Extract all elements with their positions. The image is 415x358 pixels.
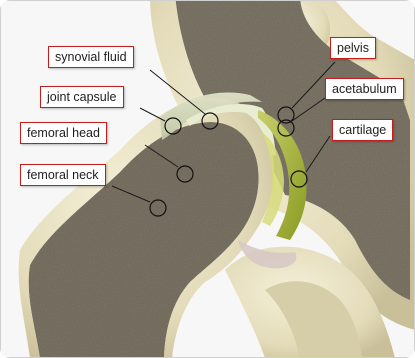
- label-synovial-fluid: synovial fluid: [48, 46, 134, 68]
- label-cartilage: cartilage: [332, 119, 393, 141]
- label-acetabulum: acetabulum: [325, 78, 404, 100]
- label-femoral-head: femoral head: [20, 122, 107, 144]
- label-pelvis: pelvis: [330, 37, 376, 59]
- label-joint-capsule: joint capsule: [40, 86, 124, 108]
- label-femoral-neck: femoral neck: [20, 164, 106, 186]
